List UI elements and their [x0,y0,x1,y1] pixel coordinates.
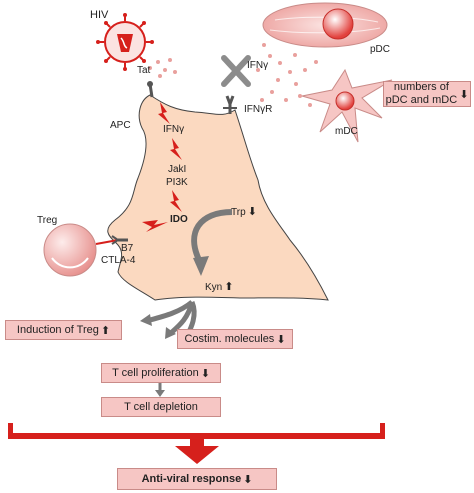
ifng-receptor [223,95,237,114]
label-ido: IDO [170,214,188,225]
costim-text: Costim. molecules [184,332,275,345]
arrow-down-icon: ⬇ [200,366,210,380]
label-apc: APC [110,120,131,131]
label-b7: B7 [121,243,134,254]
treg-cell [43,223,97,277]
box-numbers-pdc-mdc: numbers of pDC and mDC⬇ [383,81,471,107]
arrow-down-icon: ⬇ [276,332,286,346]
label-tat: Tat [137,65,151,76]
red-bracket [8,423,385,464]
box-t-cell-proliferation: T cell proliferation⬇ [101,363,221,383]
tat-receptor [147,81,154,98]
block-x-icon [221,55,251,87]
box-anti-viral-response: Anti-viral response⬇ [117,468,277,490]
numbers-text: numbers of pDC and mDC [385,81,458,106]
label-ifng-inner: IFNγ [163,124,185,135]
trp-kyn-arrowhead [193,256,209,276]
box-induction-treg: Induction of Treg⬆ [5,320,122,340]
b7-ctla4-link [95,235,128,245]
arrow-down-icon: ⬇ [459,87,469,101]
tat-particles [148,58,177,78]
mdc-cell [301,68,393,143]
trp-text: Trp [231,207,246,218]
arrow-up-icon: ⬆ [100,323,111,337]
label-ifng-top: IFNγ [247,60,269,71]
label-treg: Treg [37,215,58,226]
antiviral-text: Anti-viral response [141,472,242,485]
label-pdc: pDC [370,44,391,55]
arrow-down-icon: ⬇ [247,205,257,218]
induction-text: Induction of Treg [16,323,99,336]
label-pi3k: PI3K [166,177,188,188]
apc-cell [107,94,329,301]
prolif-text: T cell proliferation [112,366,199,379]
ifng-particles [256,43,318,107]
label-mdc: mDC [335,126,358,137]
lightning-icons [142,102,182,232]
label-trp: Trp⬇ [231,205,257,218]
label-ctla4: CTLA-4 [101,255,136,266]
pdc-cell [262,2,388,48]
kyn-text: Kyn [205,282,223,293]
label-kyn: Kyn⬆ [205,280,233,293]
arrow-up-icon: ⬆ [224,280,234,293]
trp-kyn-arrow [191,209,233,264]
depletion-text: T cell depletion [124,400,198,413]
box-t-cell-depletion: T cell depletion [101,397,221,417]
hiv-virion [96,13,154,71]
label-ifngr: IFNγR [244,104,273,115]
label-jak: JakI [168,164,187,175]
label-hiv: HIV [90,9,109,21]
arrow-down-icon: ⬇ [243,472,253,486]
box-costim-molecules: Costim. molecules⬇ [177,329,293,349]
